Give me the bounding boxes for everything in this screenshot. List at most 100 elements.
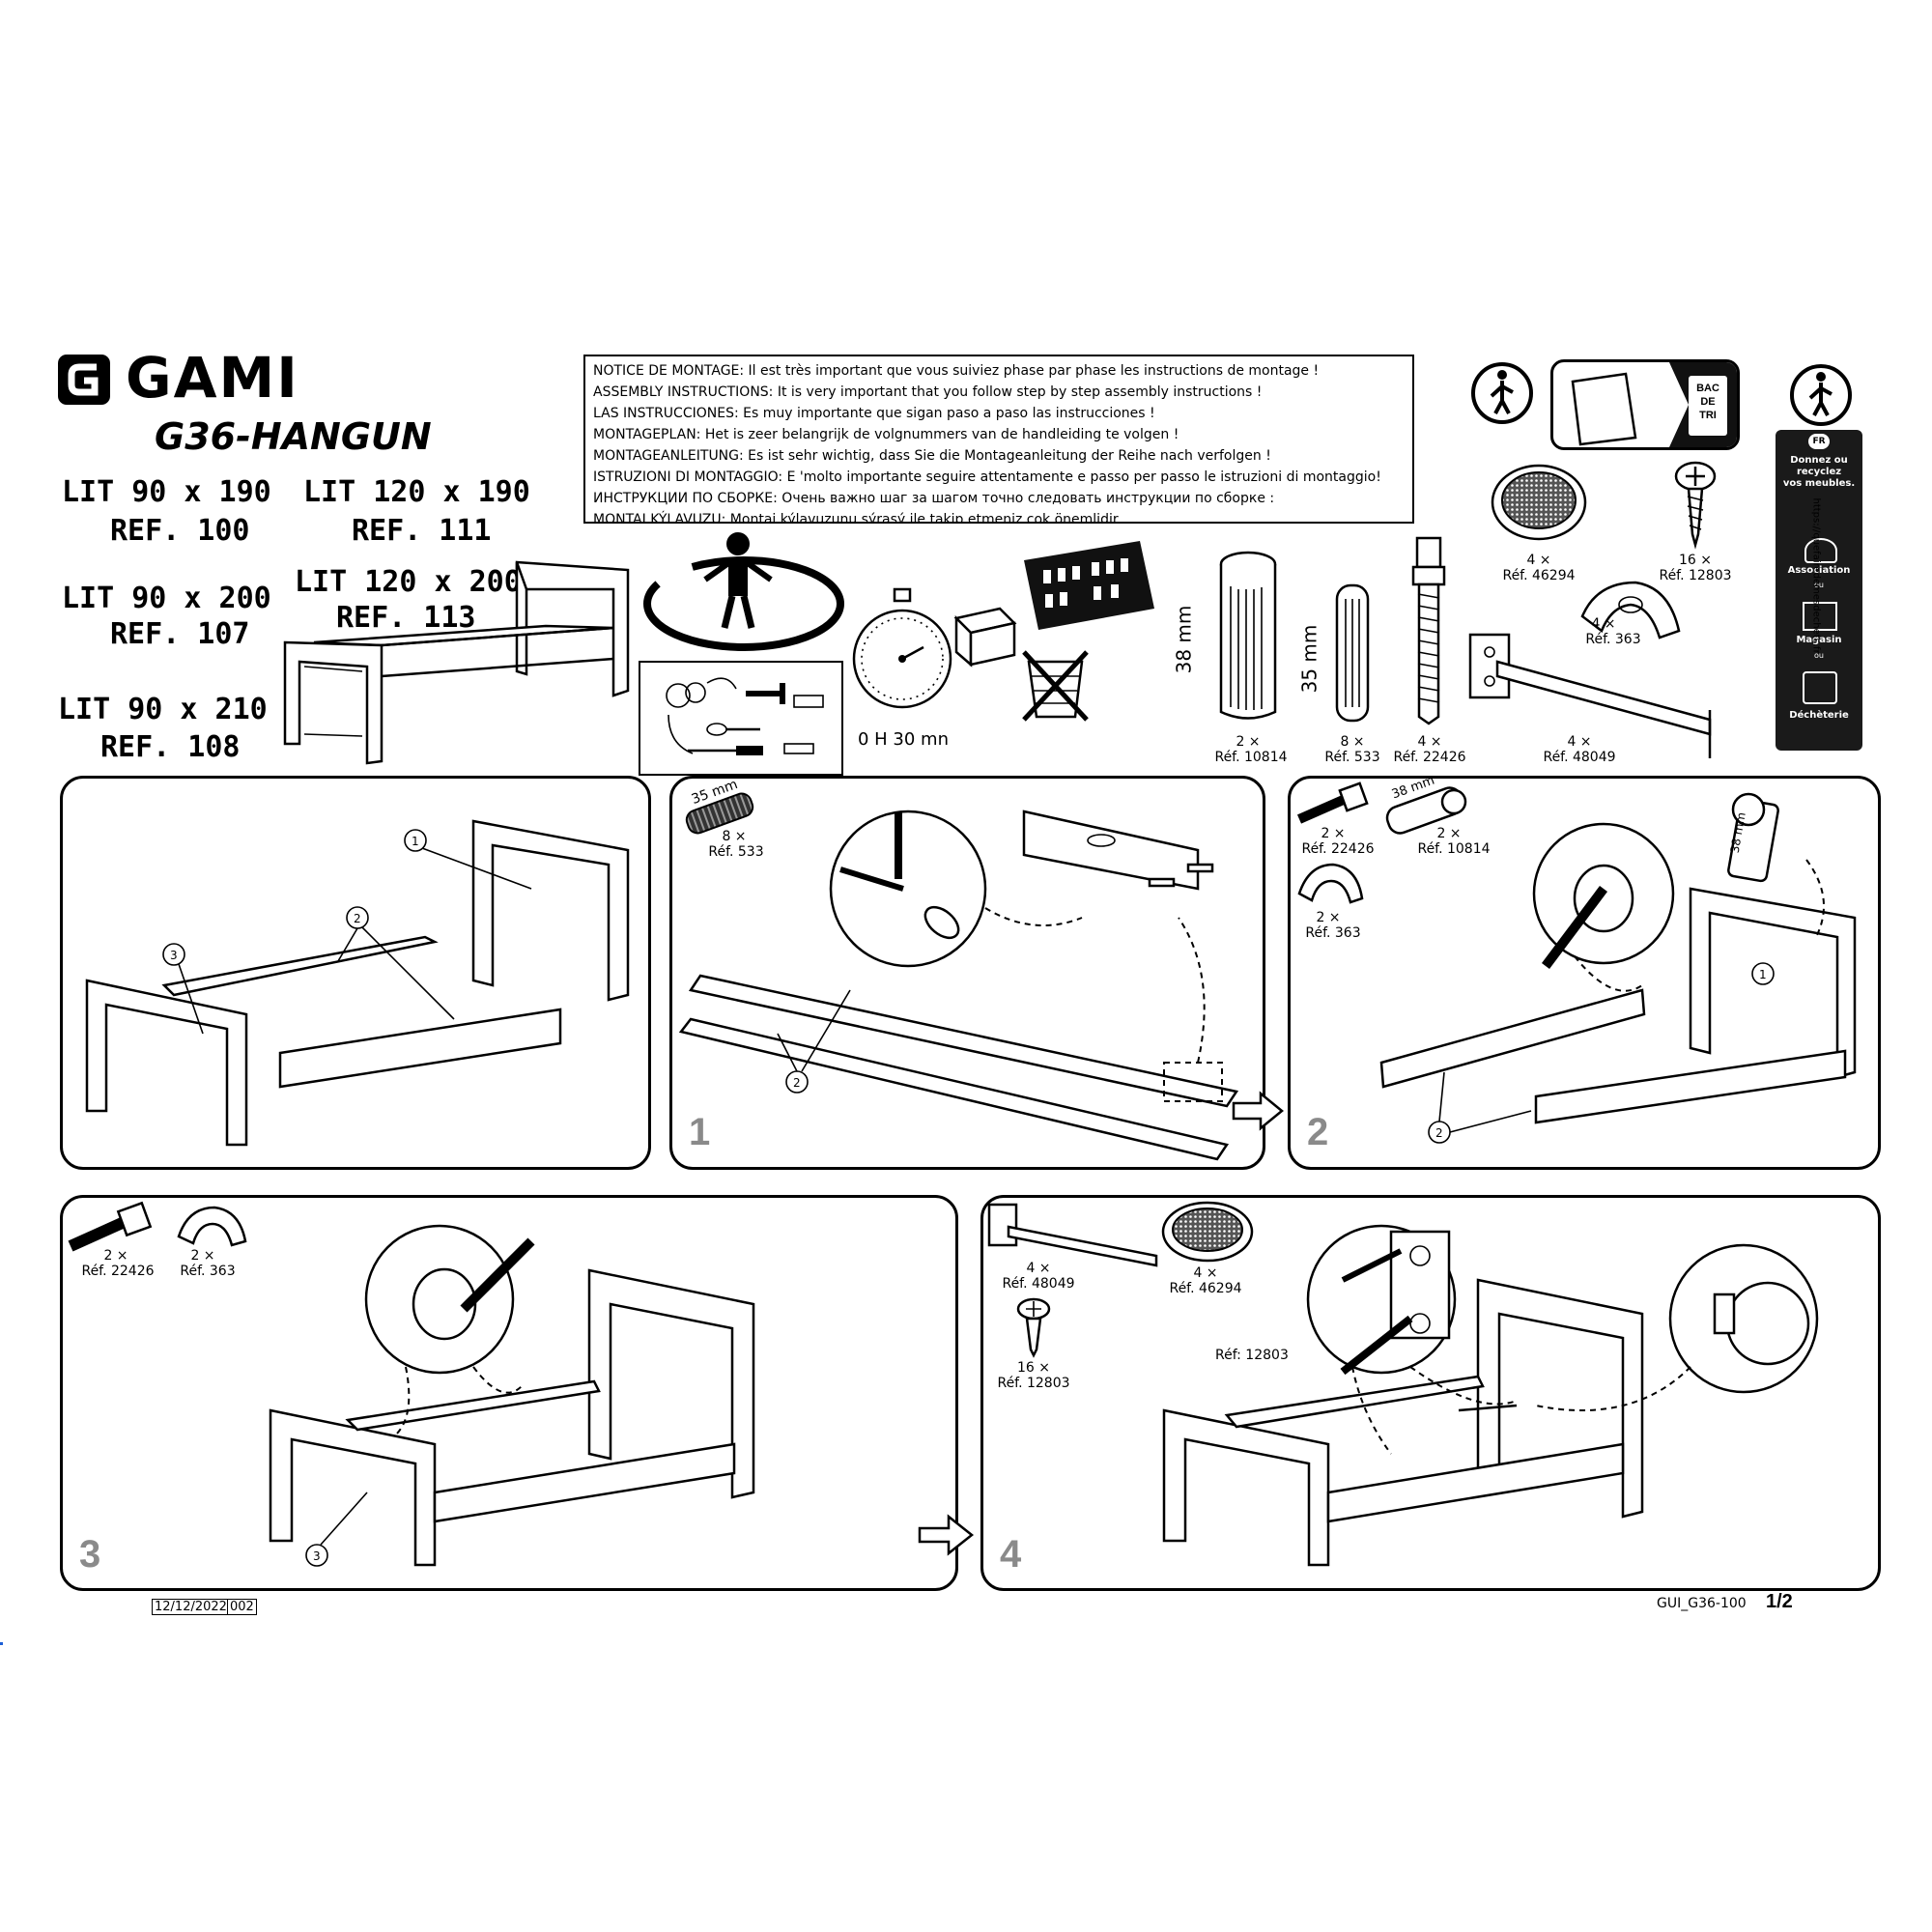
notice-line: ISTRUZIONI DI MONTAGGIO: E 'molto import… <box>593 469 1381 485</box>
sidebar-headline-line: Donnez ou <box>1790 455 1848 466</box>
brand-logo: GAMI <box>58 345 338 411</box>
variant-ref: REF. 111 <box>352 514 492 548</box>
or-label: ou <box>1814 651 1824 660</box>
shop-icon <box>1803 602 1837 631</box>
association-label: Association <box>1787 565 1851 576</box>
paper-icon <box>1571 362 1737 447</box>
connector-bolt-icon <box>68 1201 153 1252</box>
notice-line: MONTAGEPLAN: Het is zeer belangrijk de v… <box>593 427 1179 442</box>
sidebar-headline: Donnez ou recyclez vos meubles. <box>1776 455 1862 490</box>
part-qty: 2 × <box>190 1248 215 1264</box>
part-ref: Réf. 533 <box>708 844 764 860</box>
step-4-panel <box>980 1195 1881 1591</box>
part-ref: Réf. 363 <box>1585 632 1641 647</box>
part-ref: Réf. 10814 <box>1417 841 1491 857</box>
bed-frame-step4-diagram <box>1162 1224 1819 1567</box>
variant-size: LIT 90 x 210 <box>58 693 268 726</box>
model-name: G36-HANGUN <box>155 415 432 458</box>
step-number: 4 <box>1000 1533 1022 1576</box>
connector-bolt-icon <box>1296 781 1369 824</box>
bin-label-line: TRI <box>1699 410 1717 421</box>
part-qty: 2 × <box>1236 734 1261 750</box>
part-qty: 4 × <box>1026 1261 1051 1276</box>
assembly-time: 0 H 30 mn <box>858 729 949 750</box>
part-ref: Réf. 48049 <box>1002 1276 1075 1292</box>
dowel-insertion-diagram: 2 <box>678 810 1239 1161</box>
variant-ref: REF. 100 <box>110 514 250 548</box>
overview-panel <box>60 776 651 1170</box>
bin-label-line: BAC <box>1696 383 1719 394</box>
decheterie-label: Déchèterie <box>1789 710 1849 721</box>
notice-line: ASSEMBLY INSTRUCTIONS: It is very import… <box>593 384 1263 400</box>
screw-callout: Réf: 12803 <box>1215 1348 1289 1363</box>
parts-box-icon <box>953 607 1017 668</box>
part-ref: Réf. 12803 <box>1659 568 1732 583</box>
variant-size: LIT 90 x 200 <box>62 582 271 615</box>
instructions-sheet-icon <box>1024 541 1154 630</box>
notice-line: NOTICE DE MONTAGE: Il est très important… <box>593 363 1320 379</box>
heart-hand-icon <box>1804 538 1837 563</box>
next-step-arrow-icon <box>1232 1091 1284 1131</box>
tools-icon-box <box>639 661 843 776</box>
screw-icon <box>1016 1297 1051 1358</box>
part-qty: 2 × <box>1321 826 1346 841</box>
bin-label-line: DE <box>1700 396 1716 408</box>
doc-code: GUI_G36-100 <box>1657 1596 1747 1611</box>
part-label: 1 <box>412 835 419 848</box>
dowel-part-icon <box>685 792 754 835</box>
part-label: 3 <box>313 1549 321 1563</box>
part-label: 2 <box>793 1076 801 1090</box>
footer-date: 12/12/2022 <box>155 1600 227 1614</box>
sidebar-headline-line: recyclez <box>1796 467 1842 477</box>
part-ref: Réf. 22426 <box>1301 841 1375 857</box>
recycle-url[interactable]: https://quefairedemesdechets.fr <box>1810 497 1822 654</box>
page-number: 1/2 <box>1766 1591 1793 1612</box>
part-qty: 4 × <box>1526 553 1551 568</box>
part-ref: Réf. 363 <box>1305 925 1361 941</box>
part-qty: 2 × <box>1436 826 1462 841</box>
part-ref: Réf. 22426 <box>1393 750 1466 765</box>
variant-ref: REF. 113 <box>336 601 476 635</box>
or-label: ou <box>1814 581 1824 589</box>
part-label: 3 <box>170 949 178 962</box>
step-1-panel <box>669 776 1265 1170</box>
bed-bracket-icon <box>987 1203 1158 1267</box>
notice-line: MONTAGEANLEITUNG: Es ist sehr wichtig, d… <box>593 448 1271 464</box>
bed-preview-illustration <box>283 560 630 765</box>
step-3-panel <box>60 1195 958 1591</box>
step-number: 3 <box>79 1533 101 1576</box>
connector-bolt-part <box>1411 536 1446 725</box>
part-label: 2 <box>354 912 361 925</box>
screw-part <box>1674 461 1717 550</box>
no-waste-basket-icon <box>1022 650 1089 722</box>
bin-label: BAC DE TRI <box>1690 382 1725 422</box>
step-number: 2 <box>1307 1111 1329 1153</box>
variant-size: LIT 120 x 200 <box>295 565 522 599</box>
brand-logo-mark <box>58 355 110 405</box>
notice-line: MONTAJ KÝLAVUZU: Montaj kýlavuzunu sýras… <box>593 512 1122 524</box>
cam-cover-icon <box>177 1206 247 1247</box>
assembly-notice-box: NOTICE DE MONTAGE: Il est très important… <box>583 355 1414 524</box>
part-qty: 8 × <box>1340 734 1365 750</box>
part-ref: Réf. 22426 <box>81 1264 155 1279</box>
sidebar-headline-line: vos meubles. <box>1782 478 1856 489</box>
fr-badge: FR <box>1808 434 1830 449</box>
variant-size: LIT 120 x 190 <box>303 475 530 509</box>
cam-lock-icon <box>1385 786 1467 835</box>
part-dimension: 35 mm <box>1297 624 1321 694</box>
recycle-sidebar: FR Donnez ou recyclez vos meubles. Assoc… <box>1776 430 1862 751</box>
part-qty: 2 × <box>1316 910 1341 925</box>
cam-lock-detail-diagram: 1 2 <box>1379 792 1857 1144</box>
cam-cover-part <box>1580 581 1681 639</box>
variant-size: LIT 90 x 190 <box>62 475 271 509</box>
part-label: 1 <box>1759 968 1767 981</box>
brand-name: GAMI <box>126 345 299 411</box>
wooden-dowel-part <box>1335 583 1370 723</box>
step-2-panel <box>1288 776 1881 1170</box>
part-ref: Réf. 533 <box>1324 750 1380 765</box>
part-qty: 4 × <box>1591 616 1616 632</box>
variant-ref: REF. 107 <box>110 617 250 651</box>
bed-frame-step3-diagram: 3 <box>269 1224 755 1567</box>
cover-cap-part <box>1491 464 1587 541</box>
